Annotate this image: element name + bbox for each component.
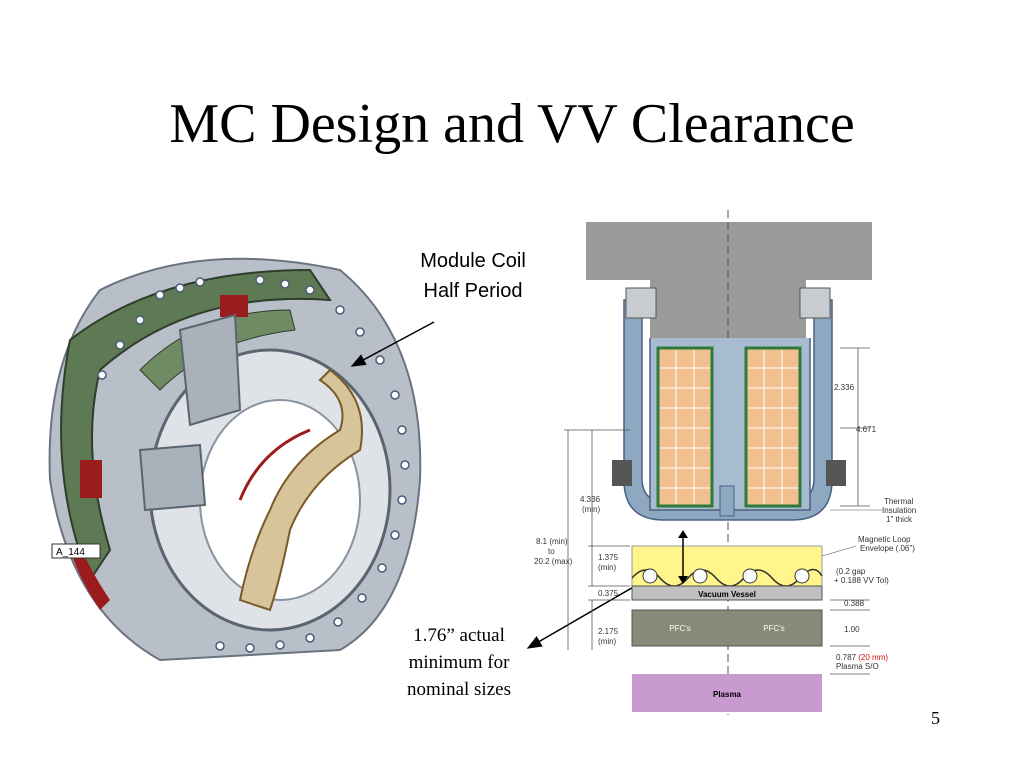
model-tag: A_144 [56, 547, 85, 558]
coil-label-line2: Half Period [423, 280, 523, 302]
dim-0375: 0.375 [598, 589, 619, 598]
dim-1375: 1.375 [598, 553, 619, 562]
coil-arrow [350, 321, 435, 367]
clearance-line1: 1.76” actual [413, 625, 505, 646]
slide-title: MC Design and VV Clearance [169, 93, 855, 155]
dim-4671: 4.671 [856, 425, 877, 434]
dim-81-c: 20.2 (max) [534, 557, 573, 566]
dim-4336-sub: (min) [582, 505, 601, 514]
dim-2175: 2.175 [598, 627, 619, 636]
page-number: 5 [931, 708, 940, 728]
mag-1: Magnetic Loop [858, 535, 911, 544]
plasma-so: Plasma S/O [836, 662, 879, 671]
dim-81-b: to [548, 547, 555, 556]
coil-label-line1: Module Coil [420, 250, 526, 272]
dim-100: 1.00 [844, 625, 860, 634]
thermal-3: 1" thick [886, 515, 913, 524]
gap-2: + 0.188 VV Tol) [834, 576, 889, 585]
dim-81-a: 8.1 (min) [536, 537, 568, 546]
pfc-left-label: PFC's [669, 624, 691, 633]
cross-section-diagram: Vacuum Vessel PFC's PFC's Plasma 8.1 (mi… [534, 210, 916, 715]
pfc-right-label: PFC's [763, 624, 785, 633]
dim-2336: 2.336 [834, 383, 855, 392]
gap-1: (0.2 gap [836, 567, 866, 576]
plasma-label: Plasma [713, 690, 742, 699]
mag-2: Envelope (.06") [860, 544, 915, 553]
dim-0388: 0.388 [844, 599, 865, 608]
dim-1375-sub: (min) [598, 563, 617, 572]
clearance-line3: nominal sizes [407, 679, 511, 700]
dim-4336: 4.336 [580, 495, 601, 504]
dim-0787: 0.787 (20 mm) [836, 653, 888, 662]
vacuum-vessel-label: Vacuum Vessel [698, 590, 756, 599]
modular-coil-render: A_144 [48, 257, 422, 662]
thermal-2: Insulation [882, 506, 916, 515]
thermal-1: Thermal [884, 497, 914, 506]
clearance-line2: minimum for [408, 652, 510, 673]
dim-2175-sub: (min) [598, 637, 617, 646]
